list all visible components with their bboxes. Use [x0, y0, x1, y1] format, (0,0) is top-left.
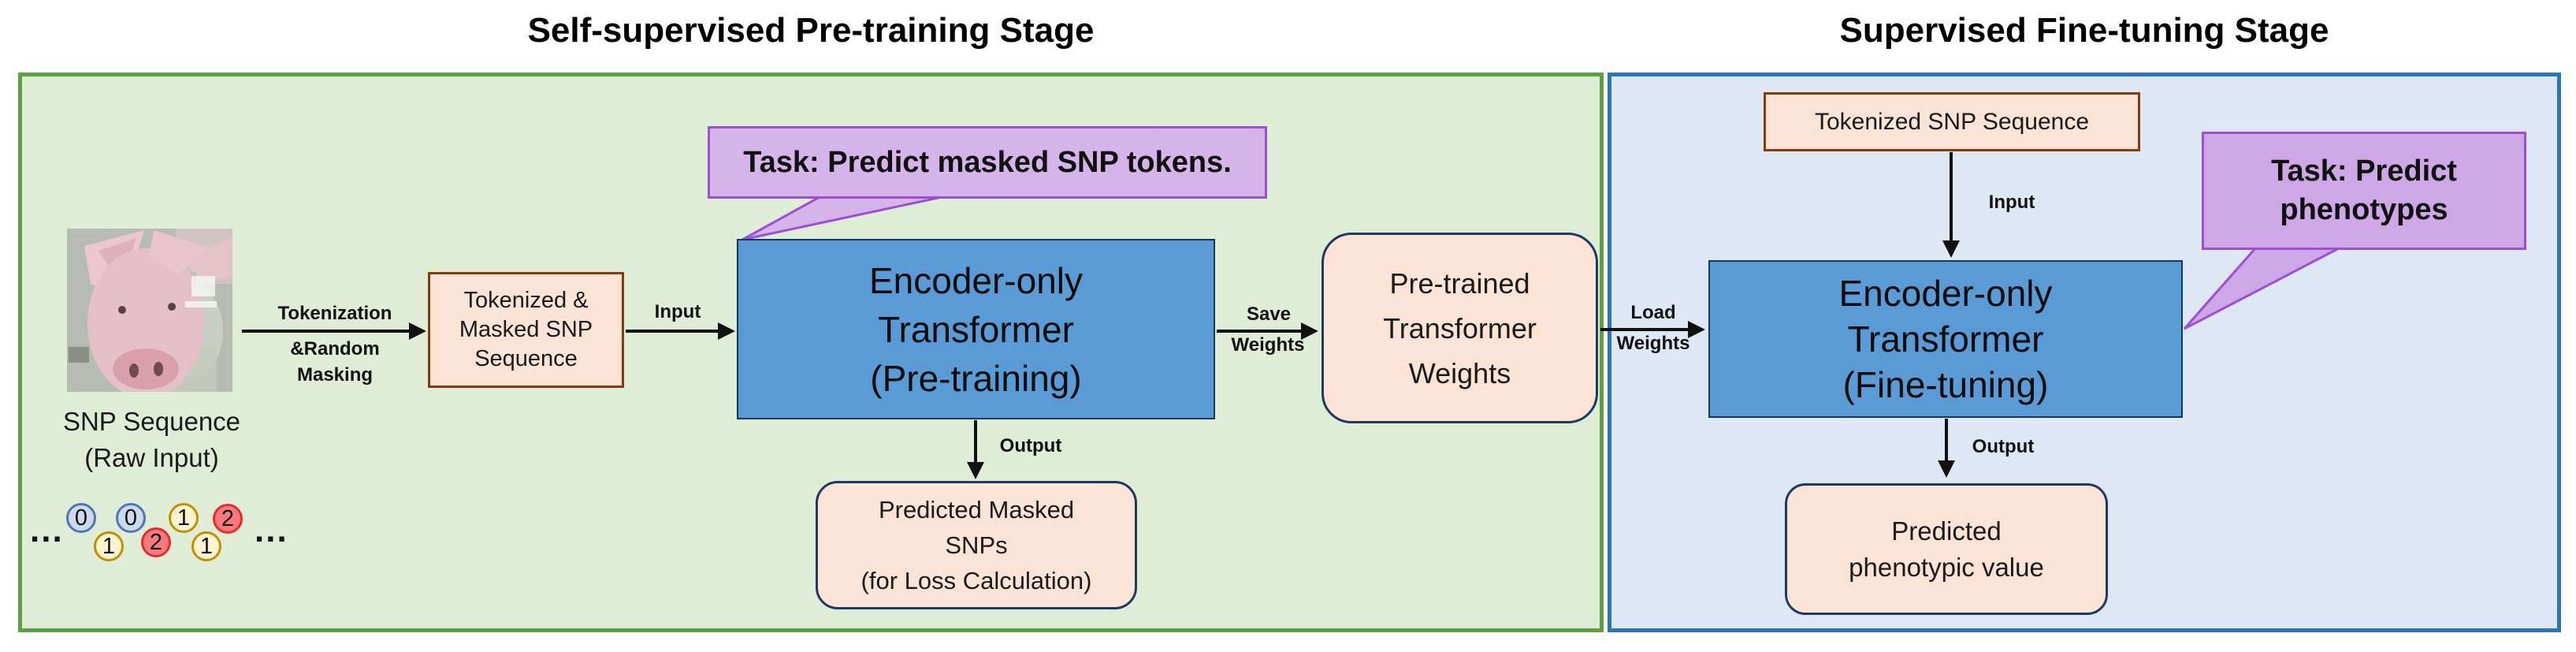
tokenization-label-line2: &Random — [290, 338, 380, 360]
output-arrowhead-icon-finetune — [1938, 460, 1955, 478]
tokenization-arrow-line — [242, 330, 409, 333]
predicted-masked-line1: Predicted Masked — [878, 496, 1075, 523]
snp-token-circle: 0 — [116, 503, 146, 533]
predicted-masked-line2: SNPs — [945, 531, 1008, 559]
save-weights-label-line2: Weights — [1231, 334, 1305, 356]
pretraining-stage-title: Self-supervised Pre-training Stage — [527, 11, 1095, 50]
output-arrowhead-icon-pretrain — [967, 462, 984, 479]
task-bubble-pretrain: Task: Predict masked SNP tokens. — [708, 126, 1267, 199]
predicted-masked-snps-box: Predicted Masked SNPs (for Loss Calculat… — [816, 481, 1137, 609]
input-arrowhead-icon-finetune — [1942, 240, 1960, 258]
encoder-pretraining-line3: (Pre-training) — [870, 357, 1082, 399]
save-weights-label-line1: Save — [1246, 304, 1292, 325]
load-weights-label-line2: Weights — [1616, 333, 1690, 354]
encoder-pretraining-line1: Encoder-only — [868, 259, 1084, 301]
predicted-phenotypic-value-box: Predicted phenotypic value — [1785, 483, 2108, 615]
task-bubble-pretrain-text: Task: Predict masked SNP tokens. — [743, 145, 1232, 179]
tokenized-masked-line1: Tokenized & — [463, 288, 589, 313]
input-label-pretrain: Input — [654, 301, 701, 322]
pretrained-weights-box: Pre-trained Transformer Weights — [1321, 233, 1598, 423]
output-arrow-line-pretrain — [974, 420, 977, 464]
tokenization-arrowhead-icon — [409, 322, 426, 340]
predicted-phenotypic-line1: Predicted — [1891, 516, 2002, 546]
encoder-finetuning-box: Encoder-only Transformer (Fine-tuning) — [1708, 260, 2183, 418]
load-weights-arrow-line — [1600, 328, 1688, 331]
input-arrow-line-finetune — [1950, 152, 1953, 242]
input-arrow-line-pretrain — [626, 330, 718, 333]
raw-input-caption-line1: SNP Sequence — [62, 407, 241, 436]
tokenized-masked-line2: Masked SNP — [459, 317, 593, 342]
tokenized-snp-sequence-box: Tokenized SNP Sequence — [1764, 92, 2140, 151]
task-bubble-tail-pretrain — [742, 196, 942, 241]
save-weights-arrowhead-icon — [1301, 322, 1318, 340]
tokenized-masked-line3: Sequence — [474, 346, 578, 371]
token-ellipsis-right: ... — [255, 511, 288, 550]
finetuning-stage-title: Supervised Fine-tuning Stage — [1839, 11, 2329, 50]
tokenized-snp-sequence-text: Tokenized SNP Sequence — [1814, 108, 2090, 135]
task-bubble-finetune-line2: phenotypes — [2280, 193, 2448, 226]
snp-token-circle: 2 — [141, 527, 171, 557]
snp-token-circle: 2 — [213, 504, 243, 534]
pig-photo — [67, 229, 232, 392]
snp-token-circle: 1 — [94, 531, 124, 561]
encoder-pretraining-line2: Transformer — [878, 308, 1074, 350]
load-weights-arrowhead-icon — [1688, 321, 1705, 338]
task-bubble-finetune: Task: Predict phenotypes — [2202, 132, 2526, 250]
snp-token-circle: 0 — [66, 503, 96, 533]
input-label-finetune: Input — [1988, 192, 2035, 213]
input-arrowhead-icon-pretrain — [718, 322, 735, 340]
encoder-finetuning-line2: Transformer — [1847, 319, 2044, 360]
raw-input-caption-line2: (Raw Input) — [84, 443, 219, 472]
tokenization-label-line1: Tokenization — [277, 303, 392, 324]
predicted-masked-line3: (for Loss Calculation) — [861, 567, 1092, 594]
token-ellipsis-left: ... — [30, 511, 64, 550]
encoder-pretraining-box: Encoder-only Transformer (Pre-training) — [737, 239, 1215, 419]
task-bubble-finetune-line1: Task: Predict — [2271, 155, 2457, 188]
encoder-finetuning-line3: (Fine-tuning) — [1842, 364, 2049, 405]
tokenized-masked-snp-box: Tokenized & Masked SNP Sequence — [428, 272, 624, 388]
output-label-finetune: Output — [1972, 436, 2035, 457]
output-label-pretrain: Output — [999, 435, 1062, 456]
snp-token-circle: 1 — [169, 503, 199, 533]
task-bubble-tail-finetune — [2183, 247, 2340, 330]
load-weights-label-line1: Load — [1630, 302, 1676, 323]
output-arrow-line-finetune — [1945, 419, 1948, 462]
pretrained-weights-line1: Pre-trained — [1389, 266, 1530, 300]
predicted-phenotypic-line2: phenotypic value — [1849, 552, 2044, 582]
snp-token-circle: 1 — [191, 531, 221, 561]
raw-input-caption: SNP Sequence (Raw Input) — [43, 404, 260, 476]
encoder-finetuning-line1: Encoder-only — [1838, 273, 2053, 314]
tokenization-label-line3: Masking — [296, 364, 374, 386]
pretrained-weights-line2: Transformer — [1383, 311, 1537, 345]
pretrained-weights-line3: Weights — [1408, 356, 1511, 389]
save-weights-arrow-line — [1217, 330, 1301, 333]
